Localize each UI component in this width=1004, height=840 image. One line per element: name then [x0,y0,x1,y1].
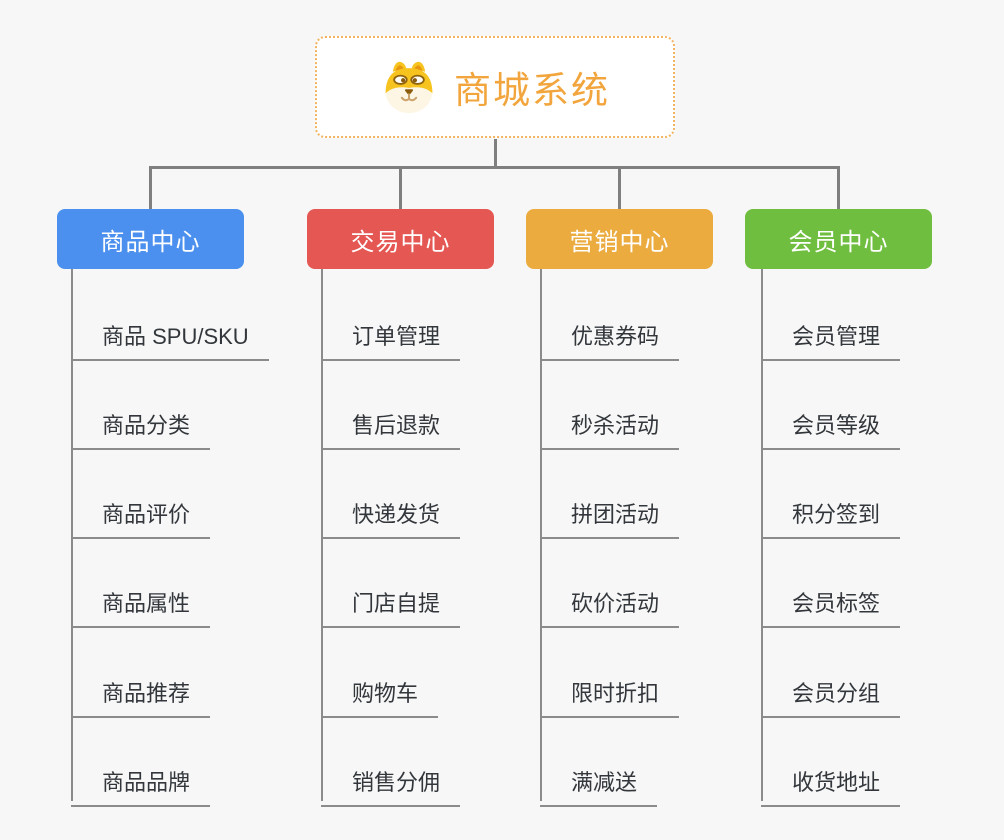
branch-label: 交易中心 [350,228,451,256]
branch-node-member-center[interactable]: 会员中心 [745,209,932,269]
leaf-node[interactable]: 拼团活动 [540,484,680,539]
leaf-node[interactable]: 会员标签 [761,573,901,628]
leaf-node[interactable]: 会员管理 [761,306,901,361]
leaf-node[interactable]: 商品评价 [71,484,211,539]
branch-connector-stem [399,166,402,210]
leaf-node[interactable]: 门店自提 [321,573,461,628]
leaf-node[interactable]: 商品属性 [71,573,211,628]
branch-connector-stem [837,166,840,210]
leaf-node[interactable]: 会员分组 [761,663,901,718]
leaf-node[interactable]: 优惠券码 [540,306,680,361]
leaf-node[interactable]: 商品推荐 [71,663,211,718]
leaf-node[interactable]: 会员等级 [761,395,901,450]
leaf-connector-line [71,269,73,801]
leaf-connector-line [321,269,323,801]
branch-connector-stem [149,166,152,210]
leaf-node[interactable]: 购物车 [321,663,439,718]
leaf-node[interactable]: 商品品牌 [71,752,211,807]
leaf-node[interactable]: 商品 SPU/SKU [71,306,269,361]
branch-node-marketing-center[interactable]: 营销中心 [526,209,713,269]
root-title: 商城系统 [454,70,610,111]
root-node[interactable]: 商城系统 [315,36,675,138]
leaf-node[interactable]: 收货地址 [761,752,901,807]
leaf-node[interactable]: 砍价活动 [540,573,680,628]
leaf-connector-line [540,269,542,801]
branch-connector-bus [149,166,840,169]
branch-node-trade-center[interactable]: 交易中心 [307,209,494,269]
leaf-node[interactable]: 限时折扣 [540,663,680,718]
branch-label: 商品中心 [100,228,201,256]
dog-face-icon [385,61,433,114]
branch-node-product-center[interactable]: 商品中心 [57,209,244,269]
leaf-node[interactable]: 订单管理 [321,306,461,361]
leaf-node[interactable]: 满减送 [540,752,658,807]
branch-label: 营销中心 [569,228,670,256]
leaf-node[interactable]: 快递发货 [321,484,461,539]
branch-connector-stem [618,166,621,210]
branch-label: 会员中心 [788,228,889,256]
leaf-connector-line [761,269,763,801]
leaf-node[interactable]: 售后退款 [321,395,461,450]
leaf-node[interactable]: 积分签到 [761,484,901,539]
root-connector-stem [494,139,497,167]
leaf-node[interactable]: 秒杀活动 [540,395,680,450]
leaf-node[interactable]: 销售分佣 [321,752,461,807]
leaf-node[interactable]: 商品分类 [71,395,211,450]
